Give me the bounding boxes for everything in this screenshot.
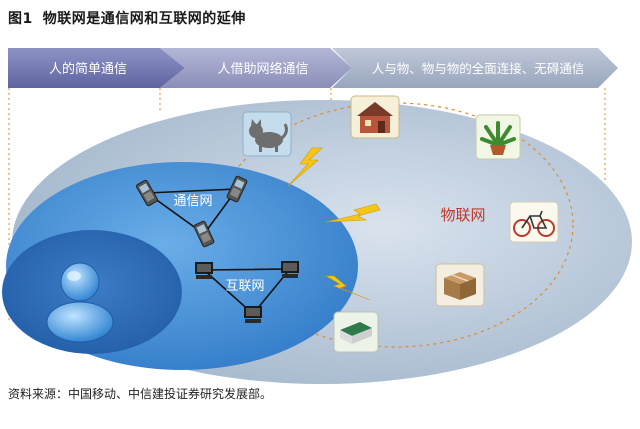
lightning-icon xyxy=(324,275,371,301)
figure-source: 资料来源：中国移动、中信建投证券研究发展部。 xyxy=(8,387,273,401)
iot-label: 物联网 xyxy=(440,206,485,224)
desktop-computer-icon xyxy=(281,261,299,278)
stage-arrow-1 xyxy=(8,48,185,88)
stage-label-2: 人借助网络通信 xyxy=(217,61,308,77)
book-icon xyxy=(333,311,379,353)
potted-plant-icon xyxy=(475,114,521,160)
mobile-phone-icon xyxy=(193,220,215,248)
stage-label-1: 人的简单通信 xyxy=(49,61,127,77)
telecom-label: 通信网 xyxy=(173,194,212,209)
telecom-network: 通信网 xyxy=(136,175,248,248)
figure-title-text: 物联网是通信网和互联网的延伸 xyxy=(42,11,246,27)
person-icon xyxy=(46,262,114,343)
stage-label-3: 人与物、物与物的全面连接、无碍通信 xyxy=(372,61,585,76)
internet-label: 互联网 xyxy=(225,279,264,294)
lightning-icon xyxy=(287,147,323,187)
lightning-icon xyxy=(325,203,381,223)
iot-orbit xyxy=(216,102,574,348)
mobile-phone-icon xyxy=(226,175,248,203)
stage-arrow-2 xyxy=(160,48,352,88)
bicycle-icon xyxy=(509,201,559,243)
figure-title: 图1 物联网是通信网和互联网的延伸 xyxy=(8,8,246,28)
stage-arrows: 人的简单通信 人借助网络通信 人与物、物与物的全面连接、无碍通信 xyxy=(8,48,618,88)
house-icon xyxy=(350,95,400,139)
lightning-icons xyxy=(287,147,381,301)
internet-network: 互联网 xyxy=(195,261,299,323)
package-icon xyxy=(435,263,485,307)
mobile-phone-icon xyxy=(136,179,158,207)
desktop-computer-icon xyxy=(195,262,213,279)
cat-icon xyxy=(242,111,292,157)
figure-number: 图1 xyxy=(8,11,33,27)
stage-arrow-3 xyxy=(332,48,618,88)
desktop-computer-icon xyxy=(244,306,262,323)
